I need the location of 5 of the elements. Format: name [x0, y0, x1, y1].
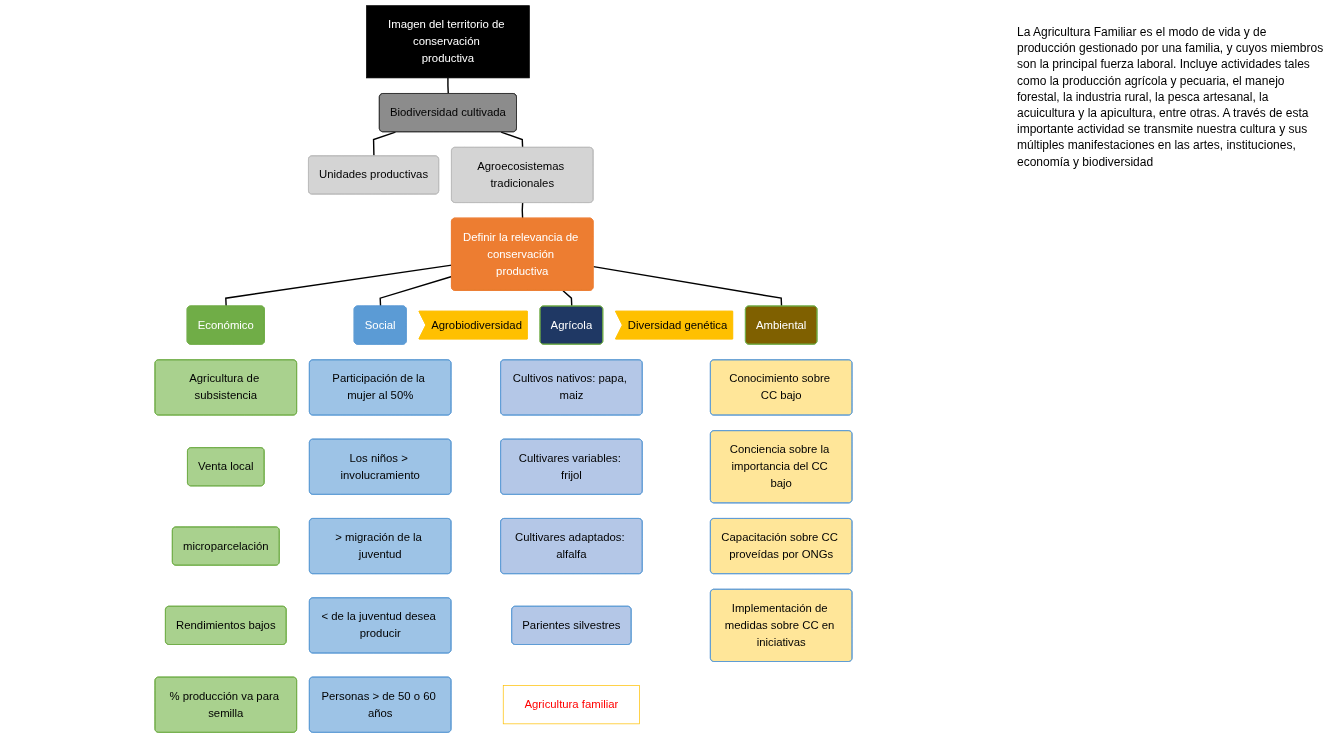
note-text: La Agricultura Familiar es el modo de vida y de producción gestionado por una familia, y cuyos miembros son la principal fuerza laboral. Incluye actividades tales como la producción agrícola y pecuaria, el manejo forestal, la industria rural, la pesca artesanal, la acuicultura y la apicultura, entre otras. A través de esta importante actividad se transmite nuestra cultura y sus múltiples manifestaciones en las artes, instituciones, economía y biodiversidad — [1017, 24, 1325, 170]
connector — [500, 131, 524, 149]
node-box: Imagen del territorio de conservación productiva — [366, 5, 530, 79]
connector — [447, 77, 449, 95]
node-box: Agricultura familiar — [502, 685, 640, 725]
